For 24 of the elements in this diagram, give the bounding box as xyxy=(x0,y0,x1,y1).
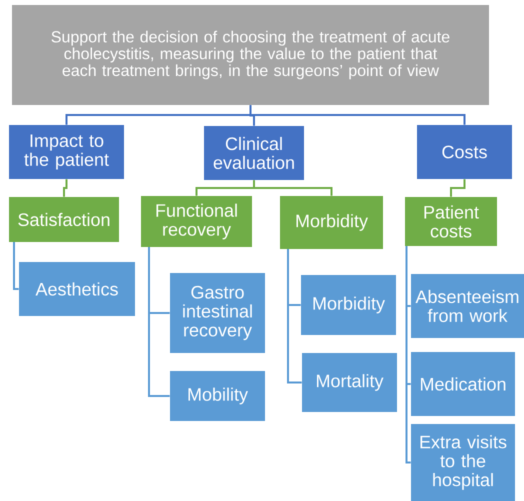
connector-line xyxy=(63,179,68,197)
connector-line xyxy=(253,180,332,196)
subcriterion-box: Patient costs xyxy=(405,197,497,246)
connector-line xyxy=(287,249,302,384)
indicator-box: Morbidity xyxy=(301,275,396,335)
subcriterion-box: Morbidity xyxy=(280,196,383,249)
connector-line xyxy=(13,242,19,290)
connector-line xyxy=(450,179,466,197)
connector-line xyxy=(250,105,466,125)
criterion-box: Clinical evaluation xyxy=(204,126,304,180)
indicator-box: Mortality xyxy=(302,353,397,412)
indicator-box: Gastro intestinal recovery xyxy=(170,273,265,353)
subcriterion-box: Satisfaction xyxy=(9,197,119,242)
indicator-box: Aesthetics xyxy=(19,262,135,316)
subcriterion-box: Functional recovery xyxy=(141,196,252,247)
indicator-box: Mobility xyxy=(170,371,265,421)
connector-line xyxy=(406,246,411,464)
indicator-box: Extra visits to the hospital xyxy=(411,424,515,501)
criterion-box: Costs xyxy=(417,125,512,179)
criterion-box: Impact to the patient xyxy=(9,125,124,179)
goal-box: Support the decision of choosing the treatment of acute cholecystitis, measuring the value to the patient that each treatment brings, in the surgeons’ point of view xyxy=(12,5,489,105)
indicator-box: Absenteeism from work xyxy=(411,274,524,338)
connector-line xyxy=(148,247,170,397)
indicator-box: Medication xyxy=(411,352,515,416)
